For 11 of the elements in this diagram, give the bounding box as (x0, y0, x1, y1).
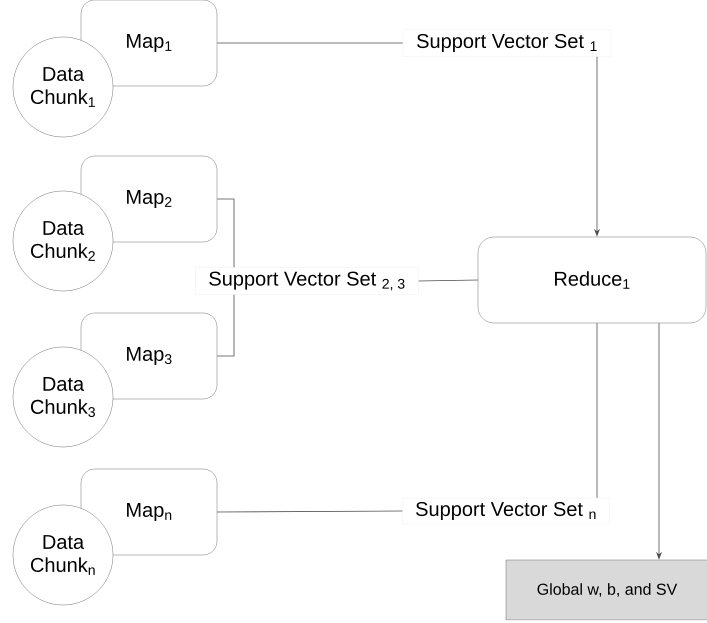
connector-line (216, 294, 234, 356)
reduce-box: Reduce$_{1}$ (478, 236, 706, 324)
connector-line (216, 510, 403, 512)
connector-line (216, 42, 404, 44)
connector-line (216, 198, 234, 268)
connector-line (418, 280, 478, 282)
support-vector-label: Support Vector Set $_{2, 3}$ (195, 267, 419, 295)
result-box: Global w, b, and SV (506, 560, 707, 620)
connector-line (596, 322, 598, 498)
support-vector-label: Support Vector Set $_{1}$ (402, 29, 612, 57)
support-vector-label: Support Vector Set $_{n}$ (402, 498, 610, 524)
